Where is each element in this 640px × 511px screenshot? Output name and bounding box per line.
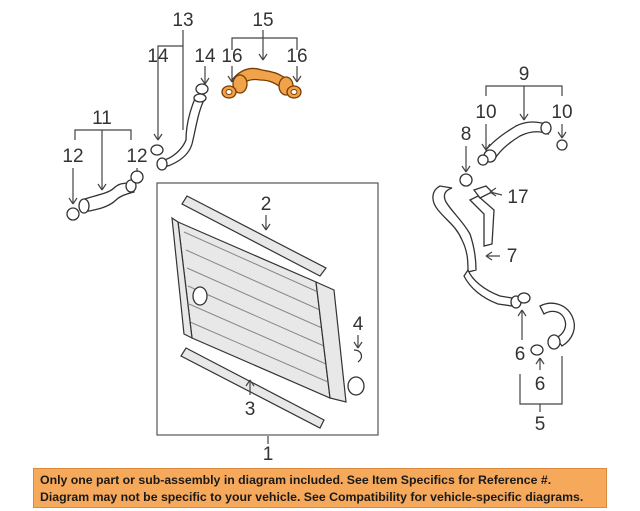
leader-10 bbox=[481, 124, 567, 151]
hose-5 bbox=[539, 302, 576, 350]
clip-4 bbox=[353, 349, 363, 363]
hose-15-highlighted bbox=[231, 67, 294, 96]
leader-13 bbox=[153, 30, 184, 141]
disclaimer-banner: Only one part or sub-assembly in diagram… bbox=[33, 468, 607, 508]
clamp-12-left bbox=[66, 207, 80, 221]
intercooler-box bbox=[156, 182, 379, 436]
callout-9: 9 bbox=[519, 64, 530, 85]
callout-12-right: 12 bbox=[126, 146, 147, 167]
leader-11 bbox=[74, 129, 132, 191]
leader-12 bbox=[68, 168, 138, 205]
clamp-12-right bbox=[130, 170, 144, 184]
clamp-6-top bbox=[517, 292, 531, 304]
callout-1: 1 bbox=[263, 444, 274, 465]
callout-6-bottom: 6 bbox=[535, 374, 546, 395]
disclaimer-line-2: Diagram may not be specific to your vehi… bbox=[40, 490, 584, 504]
leader-8 bbox=[461, 146, 471, 173]
callout-13: 13 bbox=[172, 10, 193, 31]
leader-5 bbox=[519, 356, 563, 412]
leader-16-right bbox=[292, 66, 302, 83]
leader-14-right bbox=[200, 66, 210, 85]
callout-16-right: 16 bbox=[286, 46, 307, 67]
leader-9 bbox=[485, 85, 563, 121]
seal-strip-3 bbox=[180, 347, 325, 429]
callout-10-right: 10 bbox=[551, 102, 572, 123]
hose-9 bbox=[483, 121, 552, 163]
clamp-10-left bbox=[477, 154, 489, 166]
clamp-16-left bbox=[221, 85, 237, 99]
leader-2 bbox=[261, 215, 271, 231]
callout-6-top: 6 bbox=[515, 344, 526, 365]
clamp-14-bottom bbox=[150, 144, 164, 156]
leader-6-top bbox=[517, 309, 527, 340]
callout-14-right: 14 bbox=[194, 46, 216, 67]
seal-strip-2 bbox=[181, 195, 327, 277]
callout-11: 11 bbox=[92, 108, 112, 129]
callout-10-left: 10 bbox=[475, 102, 496, 123]
callout-17: 17 bbox=[507, 187, 528, 208]
leader-16-left bbox=[227, 66, 237, 83]
leader-17 bbox=[489, 187, 503, 197]
callout-12-left: 12 bbox=[62, 146, 83, 167]
parts-diagram: 1 2 3 4 5 6 6 7 8 9 10 10 11 12 12 13 14… bbox=[62, 10, 576, 465]
hose-11 bbox=[78, 179, 137, 214]
clamp-14-top bbox=[195, 83, 209, 95]
clamp-10-right bbox=[556, 139, 568, 151]
callout-5: 5 bbox=[535, 414, 546, 435]
leader-7 bbox=[485, 251, 500, 261]
callout-16-left: 16 bbox=[221, 46, 242, 67]
clamp-6-bottom bbox=[530, 344, 544, 356]
leader-3 bbox=[245, 379, 255, 395]
callout-8: 8 bbox=[461, 124, 472, 145]
disclaimer-line-1: Only one part or sub-assembly in diagram… bbox=[40, 473, 552, 487]
callout-2: 2 bbox=[261, 194, 272, 215]
hose-13 bbox=[156, 93, 207, 171]
callout-4: 4 bbox=[353, 314, 364, 335]
callout-3: 3 bbox=[245, 399, 256, 420]
leader-4 bbox=[353, 335, 363, 349]
clamp-8 bbox=[459, 173, 473, 187]
leader-15 bbox=[231, 30, 298, 61]
clamp-16-right bbox=[286, 85, 302, 99]
callout-15: 15 bbox=[252, 10, 273, 31]
callout-14-left: 14 bbox=[147, 46, 169, 67]
callout-7: 7 bbox=[507, 246, 518, 267]
intercooler-core bbox=[171, 216, 365, 403]
